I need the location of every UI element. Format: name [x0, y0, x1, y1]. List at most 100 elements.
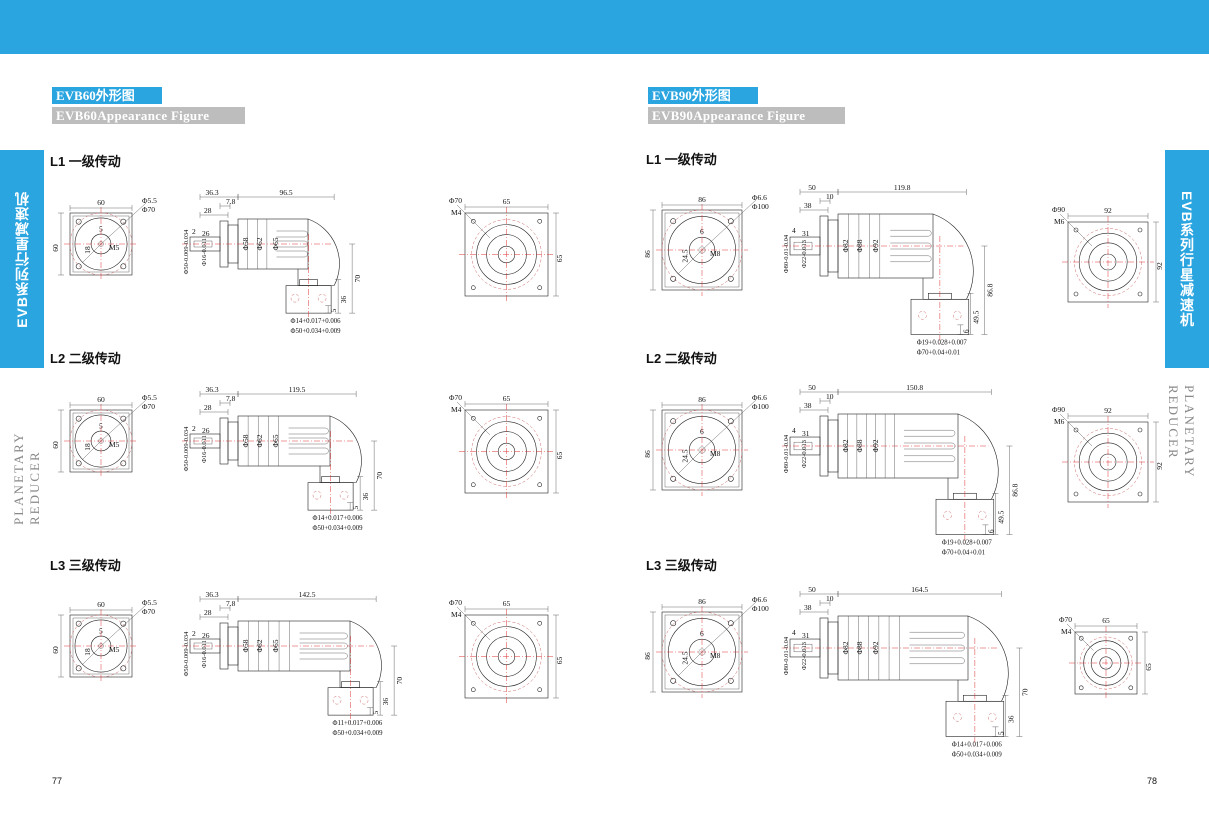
body-rib — [890, 242, 932, 250]
dimension-label: 31 — [802, 631, 810, 640]
dimension-label: Φ62 — [255, 434, 264, 447]
dimension-label: Φ14+0.017+0.006 — [313, 515, 364, 522]
dimension-label: Φ16-0.011 — [201, 238, 208, 266]
dimension-label: Φ5.5 — [142, 393, 157, 402]
mounting-hole-icon — [120, 460, 127, 467]
dimension-label: 2 — [192, 629, 196, 638]
dimension-label: 10 — [826, 594, 834, 603]
bolt-hole-icon — [987, 713, 997, 722]
mounting-hole-icon — [537, 415, 543, 421]
dimension-label: Φ50-0.009-0.034 — [183, 229, 190, 275]
dimension-label: 5 — [99, 422, 103, 431]
dimension-label: Φ5.5 — [142, 598, 157, 607]
dimension-label: Φ50+0.034+0.009 — [952, 751, 1003, 758]
bolt-hole-icon — [943, 511, 952, 520]
dimension-label: Φ58 — [241, 434, 250, 447]
dimension-label: Φ88 — [855, 641, 864, 654]
right-stage-label: L3 三级传动 — [646, 558, 717, 573]
right-side-tab: EVB系列行星减速机 — [1165, 150, 1209, 368]
body-rib — [299, 632, 348, 640]
dimension-label: 86 — [643, 652, 652, 660]
dimension-label: Φ70 — [142, 607, 155, 616]
dimension-label: M4 — [1061, 627, 1072, 636]
dimension-label: 28 — [204, 608, 212, 617]
dimension-label: 5 — [329, 309, 338, 313]
dimension-label: M8 — [710, 449, 721, 458]
dimension-label: 65 — [555, 255, 564, 263]
dimension-label: Φ88 — [855, 439, 864, 452]
dimension-label: 28 — [204, 403, 212, 412]
leader-line — [456, 401, 491, 436]
dimension-label: 18 — [83, 648, 92, 656]
mounting-hole-icon — [727, 418, 734, 425]
dimension-label: 10 — [826, 392, 834, 401]
dimension-label: 6 — [700, 427, 704, 436]
body-rib — [276, 230, 308, 238]
dimension-label: 119.5 — [289, 385, 306, 394]
dimension-label: 65 — [503, 599, 511, 608]
leader-line — [456, 606, 491, 641]
leader-line — [456, 204, 491, 239]
dimension-label: 6 — [986, 529, 995, 533]
dimension-label: M8 — [710, 651, 721, 660]
right-side-text: PLANETARY REDUCER — [1166, 385, 1197, 525]
dimension-label: 70 — [1020, 688, 1029, 696]
leader-line — [677, 249, 703, 275]
dimension-label: 5 — [99, 627, 103, 636]
dimension-label: 60 — [97, 395, 105, 404]
dimension-label: 5 — [99, 225, 103, 234]
mounting-hole-icon — [1128, 635, 1134, 641]
dimension-label: Φ88 — [855, 239, 864, 252]
mounting-hole-icon — [1137, 491, 1143, 497]
dimension-label: Φ6.6 — [752, 193, 767, 202]
dimension-label: Φ50+0.034+0.009 — [313, 525, 364, 532]
dimension-label: Φ82 — [841, 239, 850, 252]
mounting-hole-icon — [670, 475, 677, 482]
dimension-label: 65 — [555, 657, 564, 665]
dimension-label: Φ65 — [271, 237, 280, 250]
bolt-hole-icon — [317, 293, 327, 303]
left-title-cn: EVB60外形图 — [52, 87, 162, 104]
dimension-label: Φ22-0.013 — [801, 240, 808, 268]
leader-line — [701, 399, 757, 451]
leader-line — [100, 604, 147, 647]
dimension-label: Φ70 — [449, 393, 462, 402]
dimension-label: 7.8 — [226, 394, 236, 403]
dimension-label: 4 — [792, 628, 796, 637]
dimension-label: Φ22-0.013 — [801, 440, 808, 468]
dimension-label: M6 — [1054, 217, 1065, 226]
dimension-label: 31 — [802, 429, 810, 438]
mounting-hole-icon — [1073, 427, 1079, 433]
right-side-tab-label: EVB系列行星减速机 — [1179, 190, 1195, 328]
dimension-label: Φ62 — [255, 639, 264, 652]
left-stage-label: L3 三级传动 — [50, 558, 121, 573]
mounting-hole-icon — [727, 620, 734, 627]
bolt-hole-icon — [359, 695, 369, 705]
dimension-label: Φ90 — [1052, 405, 1065, 414]
dimension-label: 65 — [1144, 663, 1153, 671]
dimension-label: 60 — [97, 198, 105, 207]
dimension-label: Φ70 — [449, 196, 462, 205]
dimension-label: M5 — [109, 645, 120, 654]
mounting-hole-icon — [1073, 291, 1079, 297]
dimension-label: 70 — [353, 275, 362, 283]
dimension-label: M4 — [451, 610, 462, 619]
dimension-label: 5 — [996, 731, 1005, 735]
dimension-label: 7.8 — [226, 599, 236, 608]
leader-line — [677, 449, 703, 475]
leader-line — [82, 645, 102, 665]
mounting-hole-icon — [120, 665, 127, 672]
bolt-hole-icon — [953, 713, 962, 722]
dimension-label: Φ11+0.017+0.006 — [333, 720, 383, 727]
mounting-hole-icon — [727, 218, 734, 225]
dimension-label: Φ82 — [841, 641, 850, 654]
dimension-label: 92 — [1155, 262, 1164, 270]
dimension-label: 31 — [802, 229, 810, 238]
mounting-hole-icon — [537, 482, 543, 488]
dimension-label: 36 — [381, 698, 390, 706]
